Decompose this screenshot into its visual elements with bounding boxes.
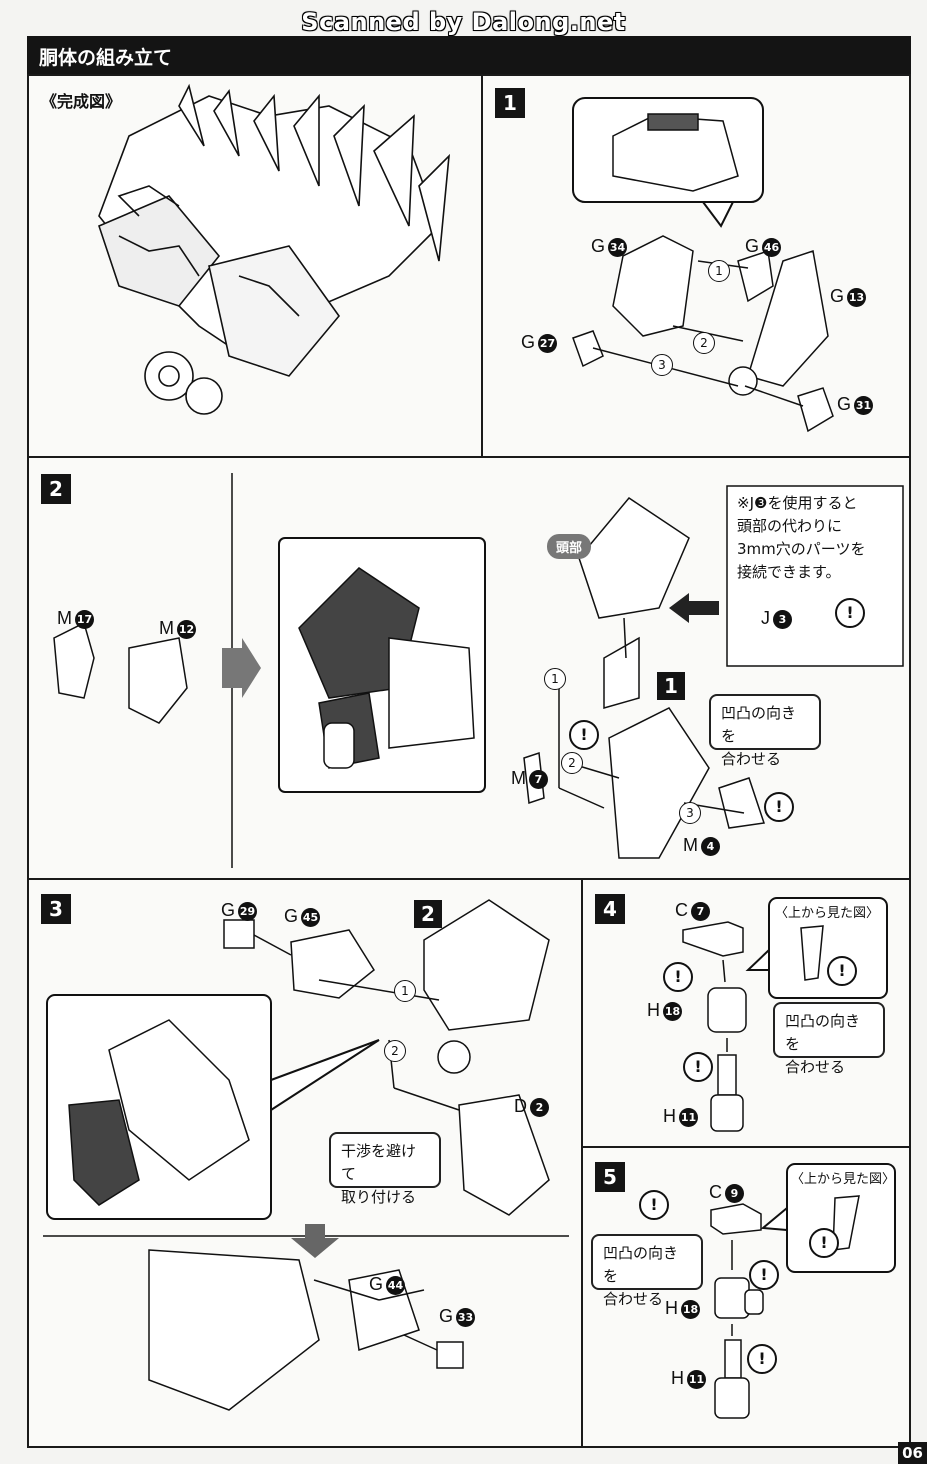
step-5-number: 5 [595,1162,625,1192]
top-view-label: 〈上から見た図〉 [775,905,880,920]
step-1-illustration [572,97,834,433]
ref-step-2: 2 [414,900,442,928]
step-4-number: 4 [595,894,625,924]
step-4-illustration [682,897,888,1132]
section-title: 胴体の組み立て [39,47,173,69]
section-header: 胴体の組み立て [27,36,911,74]
warning-icon: ! [639,1190,669,1220]
step-1-number: 1 [495,88,525,118]
order-marker-3: 3 [651,354,673,376]
head-tag: 頭部 [547,534,592,559]
order-marker-2: 2 [561,752,583,774]
warning-icon: ! [747,1344,777,1374]
top-view-label: 〈上から見た図〉 [791,1171,896,1186]
page-number: 06 [898,1442,927,1464]
align-note: 凹凸の向きを 合わせる [709,694,821,768]
order-marker-1: 1 [394,980,416,1002]
step-3-illustration [43,899,569,1411]
completed-view-label: 《完成図》 [41,92,122,111]
warning-icon: ! [827,956,857,986]
warning-icon: ! [683,1052,713,1082]
warning-icon: ! [764,792,794,822]
step-2-illustration [53,473,904,868]
align-note: 凹凸の向きを 合わせる [773,1002,885,1076]
order-marker-3: 3 [679,802,701,824]
warning-icon: ! [809,1228,839,1258]
order-marker-1: 1 [544,668,566,690]
align-note: 凹凸の向きを 合わせる [591,1234,703,1308]
order-marker-2: 2 [693,332,715,354]
warning-icon: ! [663,962,693,992]
completed-model-illustration [98,83,451,415]
warning-icon: ! [749,1260,779,1290]
watermark: Scanned by Dalong.net [301,8,626,36]
order-marker-1: 1 [708,260,730,282]
step-2-number: 2 [41,474,71,504]
warning-icon: ! [569,720,599,750]
order-marker-2: 2 [384,1040,406,1062]
step-3-number: 3 [41,894,71,924]
ref-step-1: 1 [657,672,685,700]
completed-view-panel: 《完成図》 [27,74,483,458]
j3-note: ※J❸を使用すると 頭部の代わりに 3mm穴のパーツを 接続できます。 [737,494,866,581]
avoid-interference-note: 干渉を避けて 取り付ける [329,1132,441,1206]
warning-icon: ! [835,598,865,628]
